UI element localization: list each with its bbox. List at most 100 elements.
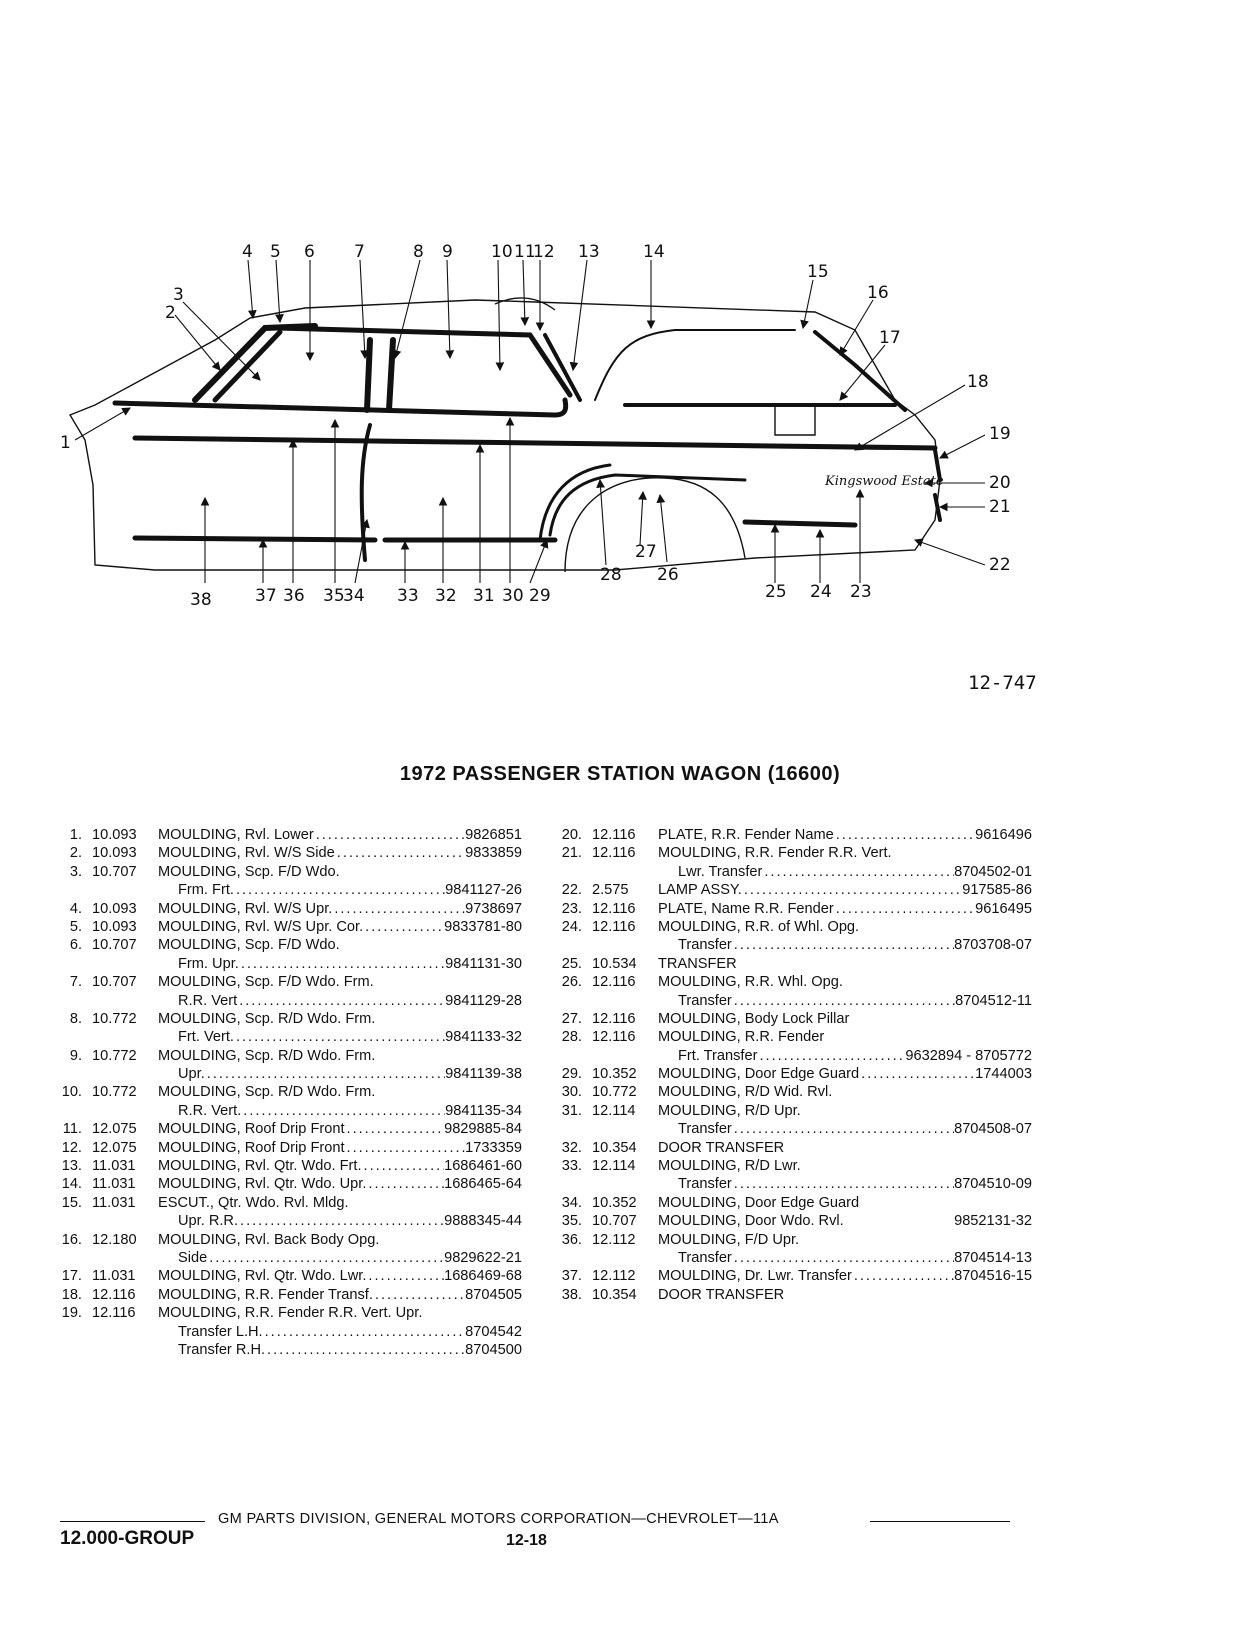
item-number: 12. <box>61 1139 82 1156</box>
part-number: 8704502-01 <box>954 863 1032 880</box>
part-number: 8704508-07 <box>954 1121 1032 1138</box>
item-description: MOULDING, R.R. Fender R.R. Vert. Upr. <box>158 1305 423 1322</box>
item-number: 28. <box>561 1029 582 1046</box>
group-number: 10.354 <box>592 1286 637 1303</box>
group-number: 12.075 <box>92 1139 137 1156</box>
item-description-row: MOULDING, Rvl. Qtr. Wdo. Upr.1686465-64 <box>158 1175 522 1193</box>
part-number: 1733359 <box>465 1139 522 1156</box>
part-number: 9841135-34 <box>445 1102 522 1119</box>
part-number: 9841133-32 <box>445 1029 522 1046</box>
item-description: PLATE, R.R. Fender Name <box>658 827 834 843</box>
part-number: 9841139-38 <box>445 1066 522 1083</box>
callout-33: 33 <box>397 586 419 606</box>
parts-list-line: Frm. Frt.9841127-26 <box>52 881 522 899</box>
group-number: 11.031 <box>92 1194 136 1211</box>
item-number: 5. <box>69 918 82 935</box>
item-description-row: MOULDING, Scp. R/D Wdo. Frm. <box>158 1010 522 1028</box>
group-number: 11.031 <box>92 1176 136 1193</box>
item-description: MOULDING, Rvl. W/S Side <box>158 845 335 862</box>
item-description: MOULDING, R.R. of Whl. Opg. <box>658 918 860 935</box>
item-number: 31. <box>561 1102 582 1119</box>
callout-3: 3 <box>173 285 184 305</box>
group-number: 10.093 <box>92 918 137 935</box>
leader-dots <box>366 1267 444 1285</box>
part-number: 9833781-80 <box>444 918 522 935</box>
item-description: Transfer <box>678 1121 732 1138</box>
item-description-row: Transfer L.H.8704542 <box>178 1323 522 1341</box>
parts-list-line: Frt. Transfer9632894 - 8705772 <box>552 1047 1032 1065</box>
item-description: MOULDING, Door Edge Guard <box>658 1194 860 1211</box>
leader-dots <box>332 900 465 918</box>
callout-16: 16 <box>867 283 889 303</box>
group-number: 10.354 <box>592 1139 637 1156</box>
group-number: 12.116 <box>592 845 636 862</box>
part-number: 917585-86 <box>962 882 1032 899</box>
group-label: 12.000-GROUP <box>60 1528 195 1549</box>
part-number: 1686465-64 <box>444 1176 522 1193</box>
item-description: MOULDING, Rvl. Qtr. Wdo. Lwr. <box>158 1268 367 1285</box>
group-number: 12.075 <box>92 1121 137 1138</box>
group-number: 12.116 <box>592 918 636 935</box>
parts-list-line: Upr. R.R.9888345-44 <box>52 1212 522 1230</box>
footer-rule-left <box>60 1521 205 1522</box>
footer-rule-right <box>870 1521 1010 1522</box>
item-number: 37. <box>561 1268 582 1285</box>
callout-12: 12 <box>533 242 555 262</box>
item-description: MOULDING, Body Lock Pillar <box>658 1010 850 1027</box>
leader-dots <box>732 1249 954 1267</box>
item-number: 15. <box>61 1194 82 1211</box>
callout-7: 7 <box>354 242 365 262</box>
item-description: MOULDING, Door Wdo. Rvl. <box>658 1213 844 1230</box>
item-number: 21. <box>561 845 582 862</box>
callout-14: 14 <box>643 242 665 262</box>
callout-28: 28 <box>600 565 622 585</box>
item-description: PLATE, Name R.R. Fender <box>658 900 834 917</box>
callout-9: 9 <box>442 242 453 262</box>
item-description: MOULDING, Scp. R/D Wdo. Frm. <box>158 1010 376 1027</box>
parts-list-line: Side9829622-21 <box>52 1249 522 1267</box>
callout-21: 21 <box>989 497 1011 517</box>
item-number: 8. <box>69 1010 82 1027</box>
leader-dots <box>852 1267 954 1285</box>
callout-38: 38 <box>190 590 212 610</box>
part-number: 9632894 - 8705772 <box>905 1047 1032 1064</box>
item-description-row: PLATE, R.R. Fender Name9616496 <box>658 826 1032 844</box>
callout-6: 6 <box>304 242 315 262</box>
part-number: 9829885-84 <box>444 1121 522 1138</box>
item-description-row: MOULDING, Rvl. W/S Upr. Cor.9833781-80 <box>158 918 522 936</box>
leader-lines <box>74 259 986 584</box>
item-description-row: MOULDING, Scp. F/D Wdo. <box>158 936 522 954</box>
item-number: 32. <box>561 1139 582 1156</box>
callout-30: 30 <box>502 586 524 606</box>
part-number: 9738697 <box>465 900 522 917</box>
item-description: MOULDING, R.R. Fender <box>658 1029 825 1046</box>
item-description-row: MOULDING, F/D Upr. <box>658 1231 1032 1249</box>
part-number: 9852131-32 <box>954 1213 1032 1230</box>
group-number: 12.116 <box>592 974 636 991</box>
item-description-row: MOULDING, R.R. Fender R.R. Vert. <box>658 844 1032 862</box>
part-number: 9841127-26 <box>445 882 522 899</box>
item-description: Frm. Upr. <box>178 955 239 972</box>
item-description-row: Transfer8704510-09 <box>678 1175 1032 1193</box>
item-description-row: Frt. Transfer9632894 - 8705772 <box>678 1047 1032 1065</box>
parts-list-line: Lwr. Transfer8704502-01 <box>552 863 1032 881</box>
callout-34: 34 <box>343 586 365 606</box>
item-number: 25. <box>561 955 582 972</box>
group-number: 10.772 <box>92 1010 137 1027</box>
group-number: 12.116 <box>92 1305 136 1322</box>
callout-11: 11 <box>514 242 536 262</box>
callout-35: 35 <box>323 586 345 606</box>
item-description: MOULDING, Door Edge Guard <box>658 1066 860 1083</box>
item-description-row: PLATE, Name R.R. Fender9616495 <box>658 900 1032 918</box>
group-number: 12.116 <box>592 1010 636 1027</box>
